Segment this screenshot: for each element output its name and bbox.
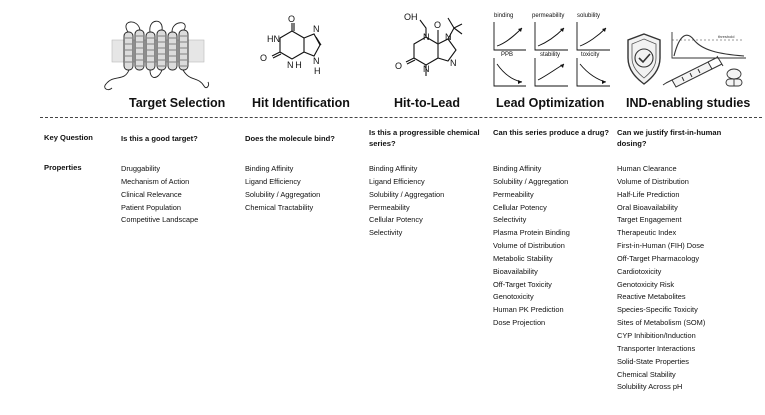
optimization-trend-plots: binding permeability solubility PPB stab… bbox=[493, 13, 610, 87]
property-item: Solubility / Aggregation bbox=[369, 189, 445, 199]
property-item: Sites of Metabolism (SOM) bbox=[617, 318, 706, 328]
pk-curve-icon bbox=[671, 32, 746, 59]
key-question-hit-identification: Does the molecule bind? bbox=[245, 134, 335, 143]
property-item: Ligand Efficiency bbox=[369, 176, 425, 186]
stage-title-target-selection: Target Selection bbox=[129, 96, 226, 110]
property-item: Volume of Distribution bbox=[493, 241, 565, 251]
membrane-protein-illustration bbox=[104, 20, 209, 91]
syringe-icon bbox=[662, 55, 724, 88]
property-item: Cardiotoxicity bbox=[617, 266, 662, 276]
atom-label: O bbox=[260, 53, 267, 63]
atom-label: HN bbox=[267, 34, 280, 44]
property-item: Oral Bioavailability bbox=[617, 202, 678, 212]
property-item: Species-Specific Toxicity bbox=[617, 305, 698, 315]
property-item: Selectivity bbox=[369, 228, 403, 238]
key-question-lead-optimization: Can this series produce a drug? bbox=[493, 128, 610, 137]
property-item: Dose Projection bbox=[493, 318, 546, 328]
atom-label: N bbox=[313, 24, 320, 34]
property-item: Competitive Landscape bbox=[121, 215, 199, 225]
property-item: Transporter Interactions bbox=[617, 343, 696, 353]
lead-compound-structure: OH O O N N N N bbox=[395, 12, 463, 76]
property-item: Target Engagement bbox=[617, 215, 682, 225]
property-item: Binding Affinity bbox=[493, 164, 542, 173]
atom-label: N bbox=[313, 56, 320, 66]
property-item: Binding Affinity bbox=[245, 164, 294, 173]
atom-label: N H bbox=[287, 60, 302, 70]
property-item: Off-Target Pharmacology bbox=[617, 253, 700, 263]
property-item: Genotoxicity Risk bbox=[617, 279, 675, 289]
property-item: Chemical Tractability bbox=[245, 202, 314, 212]
atom-label: H bbox=[314, 66, 321, 76]
stage-title-ind-enabling: IND-enabling studies bbox=[626, 96, 751, 110]
row-label-properties: Properties bbox=[44, 163, 82, 172]
stage-title-lead-optimization: Lead Optimization bbox=[496, 96, 605, 110]
property-item: Human Clearance bbox=[617, 164, 677, 173]
atom-label: O bbox=[395, 61, 402, 71]
property-item: Mechanism of Action bbox=[121, 176, 190, 186]
key-question-ind-enabling: Can we justify first-in-human dosing? bbox=[617, 128, 722, 148]
property-item: Patient Population bbox=[121, 202, 181, 212]
atom-label: N bbox=[450, 58, 457, 68]
key-question-hit-to-lead: Is this a progressible chemical series? bbox=[369, 128, 480, 148]
property-item: Genotoxicity bbox=[493, 292, 534, 302]
property-item: Selectivity bbox=[493, 215, 527, 225]
property-item: Volume of Distribution bbox=[617, 176, 689, 186]
stage-title-hit-to-lead: Hit-to-Lead bbox=[394, 96, 460, 110]
atom-label: OH bbox=[404, 12, 418, 22]
property-item: Solubility / Aggregation bbox=[493, 176, 569, 186]
plot-label-stability: stability bbox=[540, 52, 560, 58]
property-item: Permeability bbox=[369, 202, 410, 212]
property-item: Binding Affinity bbox=[369, 164, 418, 173]
section-divider bbox=[40, 117, 762, 118]
plot-label-permeability: permeability bbox=[532, 13, 564, 19]
property-item: Permeability bbox=[493, 189, 534, 199]
xanthine-structure: O O HN N H N N H bbox=[260, 14, 322, 76]
ind-safety-illustration: threshold bbox=[627, 32, 746, 88]
atom-label: O bbox=[288, 14, 295, 24]
property-item: Chemical Stability bbox=[617, 369, 676, 379]
atom-label: O bbox=[434, 20, 441, 30]
key-question-target-selection: Is this a good target? bbox=[121, 134, 198, 143]
property-item: Solubility Across pH bbox=[617, 382, 683, 392]
property-item: Cellular Potency bbox=[493, 202, 547, 212]
pills-icon bbox=[725, 68, 743, 87]
property-item: Human PK Prediction bbox=[493, 305, 564, 315]
property-item: CYP Inhibition/Induction bbox=[617, 330, 696, 340]
property-item: Ligand Efficiency bbox=[245, 176, 301, 186]
plot-label-ppb: PPB bbox=[501, 52, 513, 58]
plot-label-binding: binding bbox=[494, 13, 513, 19]
property-item: Off-Target Toxicity bbox=[493, 279, 552, 289]
shield-check-icon bbox=[627, 33, 661, 85]
property-item: Solubility / Aggregation bbox=[245, 189, 321, 199]
atom-label: N bbox=[423, 64, 430, 74]
property-item: Bioavailability bbox=[493, 266, 538, 276]
property-item: Druggability bbox=[121, 164, 161, 173]
property-item: Plasma Protein Binding bbox=[493, 228, 570, 238]
stage-title-hit-identification: Hit Identification bbox=[252, 96, 350, 110]
property-item: Clinical Relevance bbox=[121, 189, 182, 199]
atom-label: N bbox=[423, 32, 430, 42]
property-item: Reactive Metabolites bbox=[617, 292, 686, 302]
plot-label-solubility: solubility bbox=[577, 13, 600, 19]
plot-label-toxicity: toxicity bbox=[581, 52, 599, 58]
property-item: Solid-State Properties bbox=[617, 356, 689, 366]
property-item: Metabolic Stability bbox=[493, 253, 553, 263]
property-item: First-in-Human (FIH) Dose bbox=[617, 241, 705, 251]
threshold-label: threshold bbox=[718, 34, 734, 39]
property-item: Cellular Potency bbox=[369, 215, 423, 225]
property-item: Therapeutic Index bbox=[617, 228, 677, 238]
property-item: Half-Life Prediction bbox=[617, 189, 680, 199]
atom-label: N bbox=[445, 32, 452, 42]
row-label-key-question: Key Question bbox=[44, 133, 93, 142]
